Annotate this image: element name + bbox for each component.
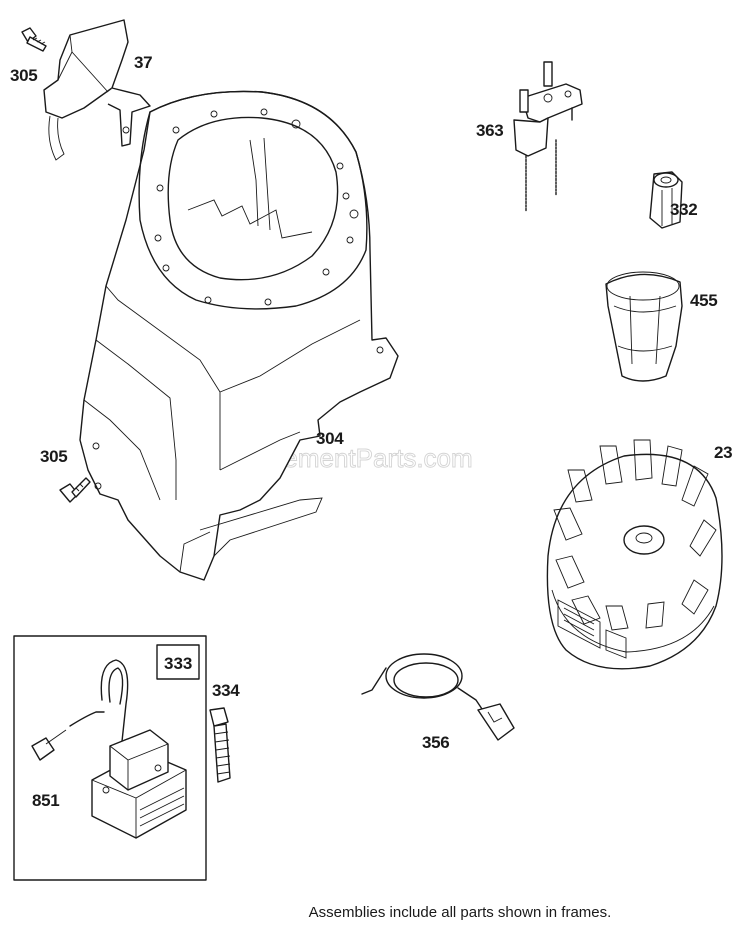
label-334: 334	[212, 681, 240, 700]
blower-housing-304[interactable]	[79, 90, 399, 581]
screw-334[interactable]	[209, 707, 231, 783]
label-23: 23	[714, 443, 732, 462]
cup-455[interactable]	[605, 271, 683, 382]
label-455: 455	[690, 291, 717, 310]
footer-note: Assemblies include all parts shown in fr…	[308, 904, 612, 921]
label-305-top: 305	[10, 66, 37, 85]
shield-37[interactable]	[43, 19, 151, 161]
bolt-305-top[interactable]	[21, 27, 47, 52]
label-304: 304	[316, 429, 344, 448]
bolt-305-mid[interactable]	[59, 477, 91, 503]
label-305-mid: 305	[40, 447, 67, 466]
flywheel-23[interactable]	[546, 439, 723, 670]
label-332: 332	[670, 200, 697, 219]
assembly-frame-333[interactable]	[13, 635, 207, 881]
label-363: 363	[476, 121, 503, 140]
ignition-module[interactable]	[31, 659, 187, 839]
frame-label-333: 333	[164, 654, 192, 673]
label-37: 37	[134, 53, 152, 72]
wire-356[interactable]	[361, 653, 515, 741]
nut-332[interactable]	[649, 171, 683, 229]
label-851: 851	[32, 791, 59, 810]
label-356: 356	[422, 733, 449, 752]
bracket-363[interactable]	[513, 61, 583, 213]
